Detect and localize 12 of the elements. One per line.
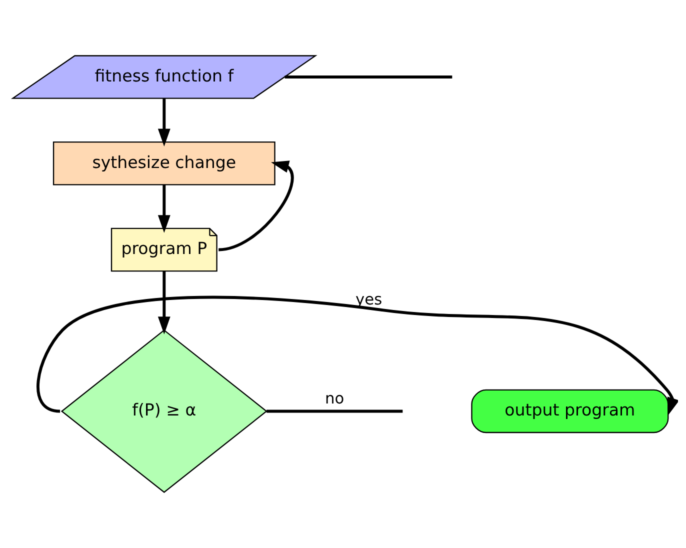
arrow — [158, 98, 170, 147]
arrow — [158, 271, 170, 334]
edge-label: no — [325, 389, 344, 408]
arrow — [36, 296, 678, 416]
node-diamond: f(P) ≥ α — [60, 329, 268, 494]
edge-label: yes — [356, 290, 382, 309]
arrow — [158, 184, 170, 233]
node-box: output program — [471, 389, 669, 434]
node-box: sythesize change — [52, 142, 276, 186]
arrow — [218, 160, 294, 252]
connector — [266, 410, 403, 413]
connector — [284, 76, 452, 78]
